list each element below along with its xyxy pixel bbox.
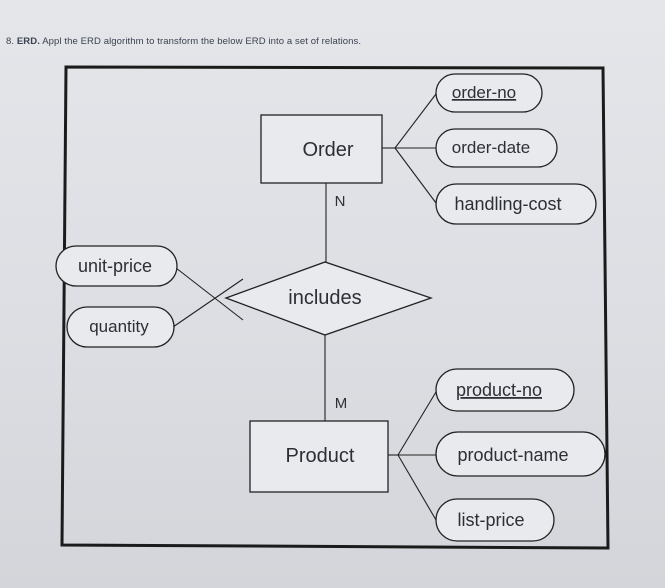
entity-order-box <box>260 114 383 184</box>
attribute-product-no-label: product-no <box>456 380 542 400</box>
cardinality-m: M <box>335 395 348 412</box>
question-text: 8. ERD. Appl the ERD algorithm to transf… <box>6 36 361 47</box>
entity-product-box <box>249 420 389 493</box>
attribute-product-name: product-name <box>435 431 606 477</box>
relationship-label: includes <box>288 287 361 309</box>
entity-order-label: Order <box>302 139 353 161</box>
attribute-order-no-label: order-no <box>452 83 516 102</box>
relationship-includes: includes <box>224 261 433 336</box>
attribute-order-no: order-no <box>435 73 543 113</box>
attribute-unit-price-label: unit-price <box>78 256 152 276</box>
attribute-quantity-label: quantity <box>89 317 149 336</box>
relationship-attribute-links <box>172 267 244 328</box>
attribute-list-price-label: list-price <box>457 510 524 530</box>
question-number: 8. <box>6 36 15 47</box>
entity-order: Order <box>260 114 383 184</box>
question-body: Appl the ERD algorithm to transform the … <box>42 36 362 47</box>
relationship-diamond <box>224 261 433 336</box>
attribute-product-name-label: product-name <box>457 445 568 465</box>
cardinality-n: N <box>335 193 346 210</box>
question-tag: ERD. <box>16 36 40 47</box>
attribute-handling-cost-label: handling-cost <box>454 194 561 214</box>
order-attribute-links <box>382 93 437 204</box>
diagram-frame <box>60 65 610 550</box>
entity-product: Product <box>249 420 389 493</box>
attribute-order-date: order-date <box>435 128 558 168</box>
attribute-order-date-label: order-date <box>452 138 530 157</box>
attribute-list-price: list-price <box>435 498 555 542</box>
entity-product-label: Product <box>286 445 355 467</box>
attribute-product-no: product-no <box>435 368 575 412</box>
product-attribute-links <box>388 391 437 521</box>
attribute-quantity: quantity <box>66 306 175 348</box>
attribute-handling-cost: handling-cost <box>435 183 597 225</box>
attribute-unit-price: unit-price <box>55 245 178 287</box>
